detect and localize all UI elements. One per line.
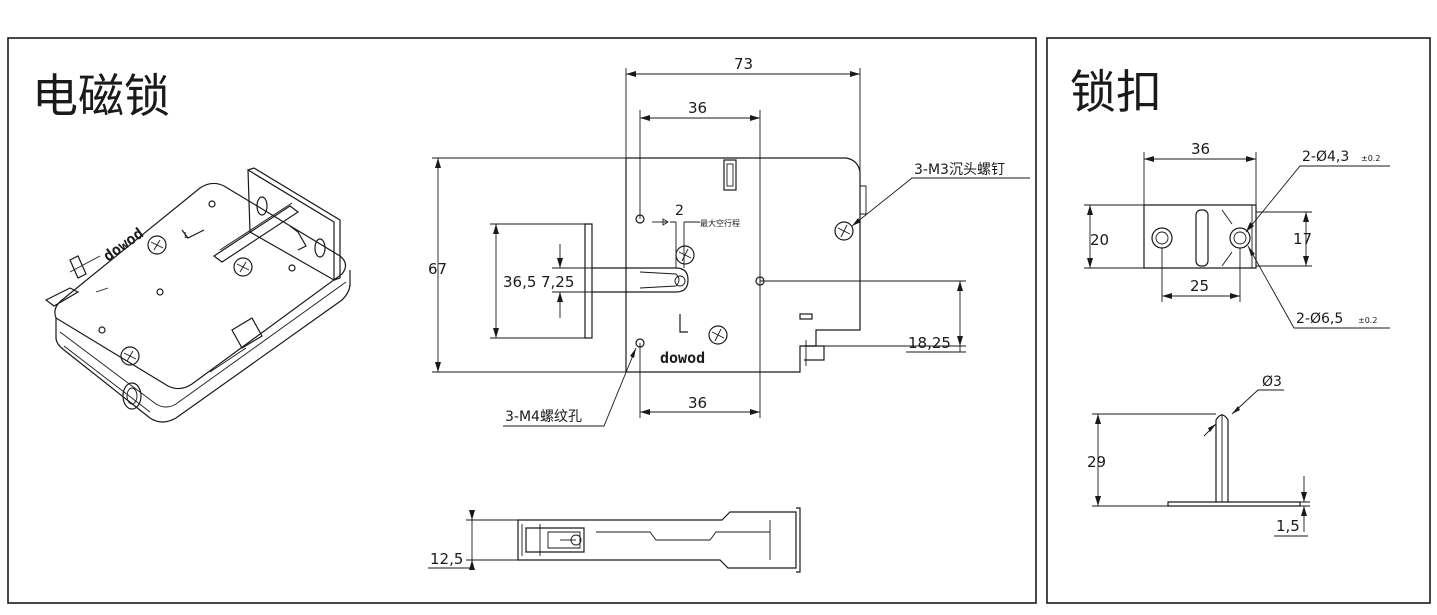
lock-isometric-illustration: L dowod — [44, 167, 351, 423]
left-panel-frame — [7, 37, 1037, 604]
latch-dim-17: 17 — [1293, 230, 1312, 248]
right-panel-frame — [1046, 37, 1431, 604]
callout-screws: 3-M3沉头螺钉 — [914, 162, 1005, 178]
latch-dim-36: 36 — [1191, 140, 1210, 158]
latch-dim-25: 25 — [1190, 277, 1209, 295]
screw-icon — [834, 221, 854, 241]
lock-side-view: 12,5 — [428, 507, 801, 573]
dim-36-top: 36 — [688, 99, 707, 117]
callout-holes: 3-M4螺纹孔 — [505, 409, 582, 425]
dim-67: 67 — [428, 260, 447, 278]
lock-title: 电磁锁 — [32, 69, 170, 123]
screw-icon — [708, 325, 728, 345]
iso-l-mark: L — [184, 231, 189, 240]
screw-icon — [675, 245, 695, 265]
iso-brand-text: dowod — [100, 224, 147, 265]
callout-small-tol: ±0.2 — [1361, 154, 1380, 163]
front-brand-text: dowod — [660, 349, 705, 367]
dim-18-25: 18,25 — [908, 334, 951, 352]
latch-title: 锁扣 — [1070, 65, 1162, 119]
screw-icon — [233, 257, 253, 277]
callout-large-hole: 2-Ø6,5 — [1296, 311, 1343, 327]
latch-dim-20: 20 — [1090, 231, 1109, 249]
dim-36-5: 36,5 — [503, 273, 536, 291]
lock-body-top — [54, 182, 347, 390]
callout-large-tol: ±0.2 — [1358, 316, 1377, 325]
travel-note: 最大空行程 — [700, 218, 740, 228]
dim-7-25: 7,25 — [541, 273, 574, 291]
latch-dim-diameter: Ø3 — [1262, 374, 1282, 390]
latch-top-view: 36 20 17 25 2-Ø4,3 ±0.2 2-Ø6,5 ±0.2 — [1084, 140, 1390, 329]
latch-dim-29: 29 — [1087, 453, 1106, 471]
front-view-outline — [625, 157, 861, 373]
lock-front-view: dowod 2 最大空行程 73 36 67 36,5 7,25 — [428, 55, 1030, 427]
dim-12-5: 12,5 — [430, 550, 463, 568]
screw-icon — [120, 346, 140, 366]
screw-icon — [147, 235, 167, 255]
dim-36-bottom: 36 — [688, 394, 707, 412]
latch-side-view: Ø3 29 1,5 — [1087, 374, 1310, 537]
callout-small-hole: 2-Ø4,3 — [1302, 149, 1349, 165]
latch-dim-1-5: 1,5 — [1276, 517, 1300, 535]
travel-dimension: 2 — [675, 203, 684, 219]
dim-73: 73 — [734, 55, 753, 73]
